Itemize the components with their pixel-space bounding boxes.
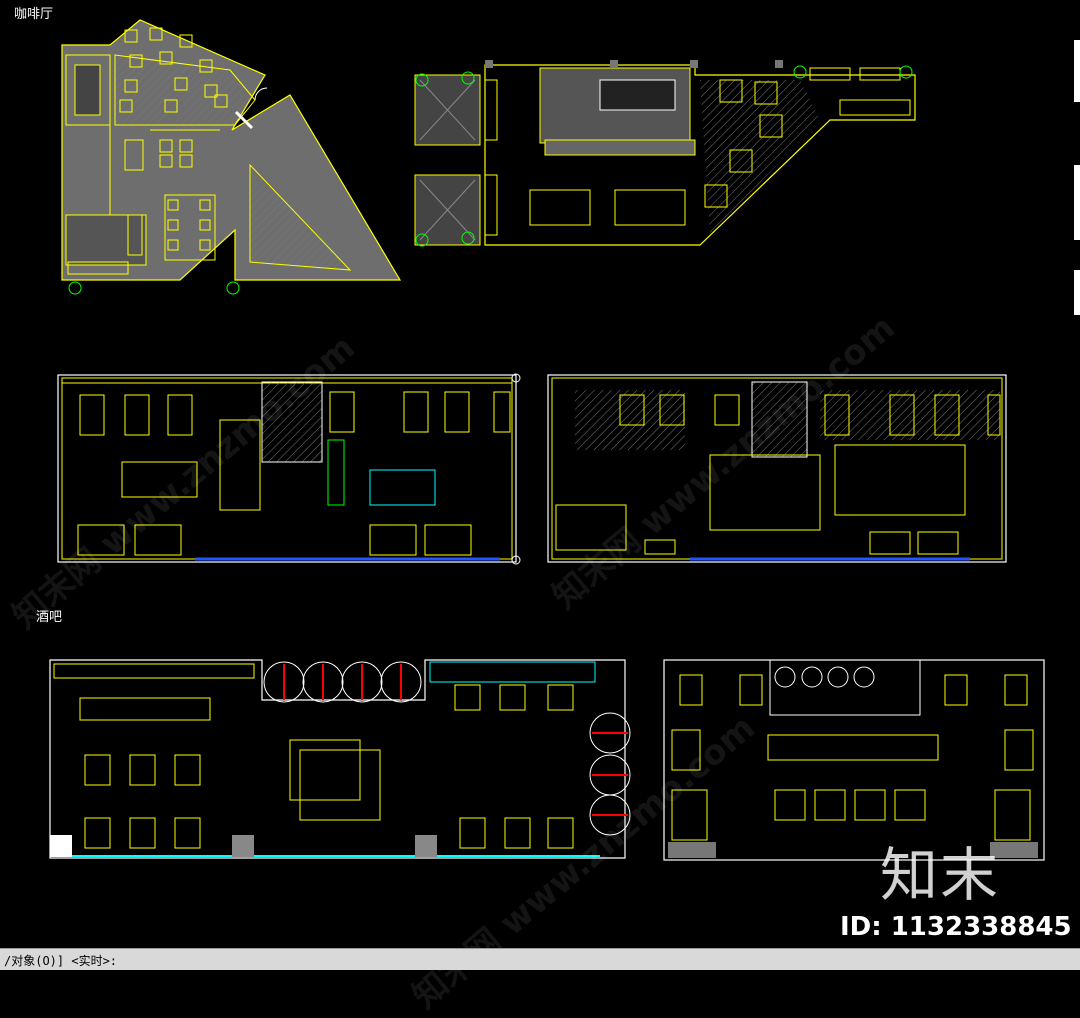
viewport-edge-marker <box>1074 40 1080 102</box>
bar-plan-1 <box>49 659 631 859</box>
viewport-edge-marker <box>1074 165 1080 240</box>
cafe-plan-1 <box>61 19 402 295</box>
middle-plan-1 <box>57 373 521 565</box>
bar-section-label: 酒吧 <box>36 610 63 625</box>
viewport-edge-marker <box>1074 270 1080 315</box>
bar-plan-2 <box>663 659 1045 861</box>
cafe-section-label: 咖啡厅 <box>14 7 54 22</box>
floor-plan-drawing <box>49 19 1045 861</box>
watermark-id: ID: 1132338845 <box>840 912 1072 942</box>
watermark-logo: 知末 <box>880 841 1001 909</box>
command-line-bar[interactable]: /对象(O)] <实时>: <box>0 948 1080 970</box>
command-line-text: /对象(O)] <实时>: <box>4 954 118 968</box>
middle-plan-2 <box>547 374 1007 563</box>
cafe-plan-2 <box>414 60 916 247</box>
